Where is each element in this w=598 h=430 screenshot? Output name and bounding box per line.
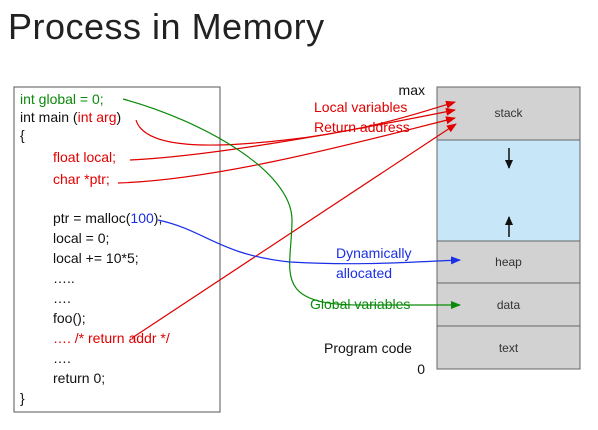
code-open-brace: { — [20, 127, 25, 143]
arrow-arg-to-stack — [135, 100, 456, 146]
text-segment — [436, 325, 581, 370]
arrow-return-addr-to-stack — [131, 123, 457, 339]
code-foo-call: foo(); — [53, 310, 86, 326]
memory-layout: stack heap data text — [436, 86, 581, 370]
code-main-line: int main (int arg) — [20, 109, 121, 125]
slide-title: Process in Memory — [8, 6, 325, 47]
code-dots-2: …. — [53, 290, 71, 306]
stack-label: stack — [494, 106, 523, 120]
arrow-float-local-to-stack — [129, 107, 456, 161]
code-float-local: float local; — [53, 149, 116, 165]
local-variables-label: Local variables — [314, 99, 407, 115]
code-dots-3: …. — [53, 350, 71, 366]
stack-segment — [436, 86, 581, 141]
code-char-ptr: char *ptr; — [53, 171, 110, 187]
arrow-global-to-data — [122, 98, 461, 309]
data-label: data — [497, 298, 521, 312]
code-close-brace: } — [20, 390, 25, 406]
code-main-suffix: ) — [117, 109, 122, 125]
dynamically-label: Dynamically — [336, 245, 411, 261]
code-malloc-arg: 100 — [130, 210, 154, 226]
program-code-label: Program code — [324, 340, 412, 356]
code-main-prefix: int main ( — [20, 109, 78, 125]
global-variables-label: Global variables — [310, 296, 410, 312]
code-local-add: local += 10*5; — [53, 250, 139, 266]
code-return-comment: …. /* return addr */ — [53, 330, 170, 346]
heap-label: heap — [495, 255, 522, 269]
code-malloc-line: ptr = malloc(100); — [53, 210, 162, 226]
code-dots-1: ….. — [53, 270, 75, 286]
code-local-assign: local = 0; — [53, 230, 109, 246]
arrow-malloc-to-heap — [157, 219, 461, 265]
code-malloc-prefix: ptr = malloc( — [53, 210, 131, 226]
code-return-stmt: return 0; — [53, 370, 105, 386]
text-label: text — [499, 341, 519, 355]
code-global-decl: int global = 0; — [20, 91, 104, 107]
zero-label: 0 — [417, 361, 425, 377]
code-box — [13, 86, 221, 413]
max-label: max — [399, 82, 425, 98]
code-malloc-suffix: ); — [154, 210, 163, 226]
allocated-label: allocated — [336, 265, 392, 281]
code-main-arg: int arg — [78, 109, 117, 125]
arrow-char-ptr-to-stack — [117, 116, 456, 184]
